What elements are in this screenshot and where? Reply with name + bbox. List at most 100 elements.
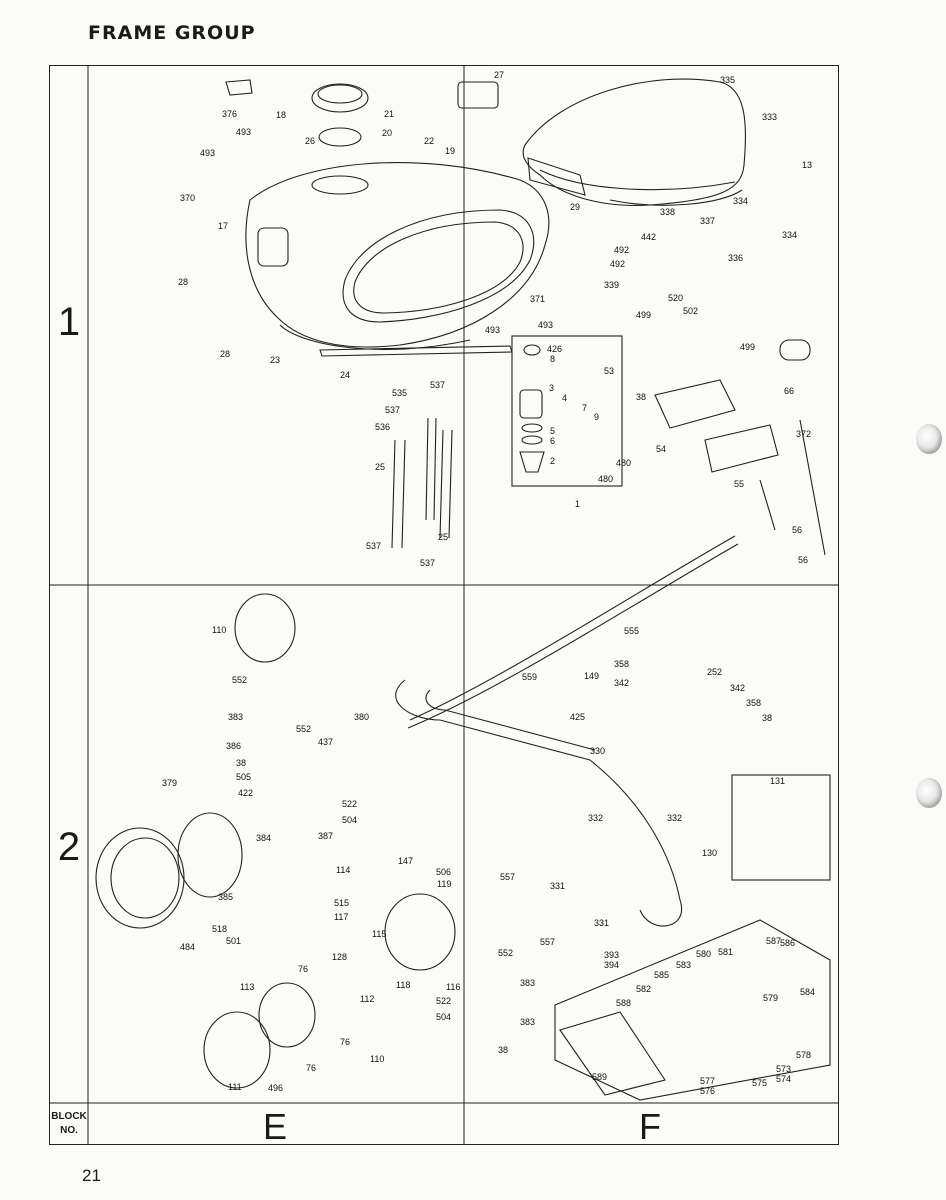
part-label: 19 xyxy=(445,146,455,156)
part-label: 387 xyxy=(318,831,333,841)
part-label: 114 xyxy=(336,865,350,875)
part-label: 522 xyxy=(342,799,357,809)
part-label: 552 xyxy=(232,675,247,685)
part-label: 24 xyxy=(340,370,350,380)
part-label: 573 xyxy=(776,1064,791,1074)
part-label: 337 xyxy=(700,216,715,226)
part-label: 425 xyxy=(570,712,585,722)
part-label: 496 xyxy=(268,1083,283,1093)
part-label: 335 xyxy=(720,75,735,85)
part-label: 334 xyxy=(782,230,797,240)
part-label: 484 xyxy=(180,942,195,952)
punch-hole-icon xyxy=(916,424,942,454)
part-label: 3 xyxy=(549,383,554,393)
part-label: 55 xyxy=(734,479,744,489)
column-label-f: F xyxy=(639,1106,661,1147)
part-label: 581 xyxy=(718,947,733,957)
part-label: 504 xyxy=(436,1012,451,1022)
part-label: 332 xyxy=(588,813,603,823)
block-label: BLOCK NO. xyxy=(50,1110,88,1138)
part-label: 559 xyxy=(522,672,537,682)
part-label: 557 xyxy=(500,872,515,882)
part-label: 385 xyxy=(218,892,233,902)
part-label: 9 xyxy=(594,412,599,422)
part-label: 480 xyxy=(616,458,631,468)
part-label: 537 xyxy=(430,380,445,390)
part-label: 2 xyxy=(550,456,555,466)
part-label: 480 xyxy=(598,474,613,484)
fuel-tank-illustration xyxy=(245,162,550,357)
part-label: 113 xyxy=(240,982,254,992)
part-label: 589 xyxy=(592,1072,607,1082)
part-label: 506 xyxy=(436,867,451,877)
part-label: 536 xyxy=(375,422,390,432)
seat-bracket-illustration xyxy=(457,81,499,109)
part-label: 493 xyxy=(200,148,215,158)
part-label: 492 xyxy=(610,259,625,269)
part-label: 25 xyxy=(438,532,448,542)
part-label: 76 xyxy=(306,1063,316,1073)
row-label-2: 2 xyxy=(57,825,81,869)
part-label: 4 xyxy=(562,393,567,403)
part-label: 505 xyxy=(236,772,251,782)
part-label: 28 xyxy=(178,277,188,287)
part-label: 502 xyxy=(683,306,698,316)
part-label: 383 xyxy=(228,712,243,722)
part-label: 557 xyxy=(540,937,555,947)
part-label: 56 xyxy=(792,525,802,535)
ignition-coil-illustration xyxy=(654,339,811,473)
part-label: 376 xyxy=(222,109,237,119)
part-label: 116 xyxy=(446,982,460,992)
part-label: 112 xyxy=(360,994,374,1004)
part-label: 371 xyxy=(530,294,545,304)
part-label: 588 xyxy=(616,998,631,1008)
part-label: 334 xyxy=(733,196,748,206)
part-label: 493 xyxy=(485,325,500,335)
part-label: 442 xyxy=(641,232,656,242)
part-label: 437 xyxy=(318,737,333,747)
part-label: 537 xyxy=(385,405,400,415)
tool-kit-illustration xyxy=(554,919,831,1101)
part-label: 537 xyxy=(420,558,435,568)
part-label: 18 xyxy=(276,110,286,120)
punch-hole-icon xyxy=(916,778,942,808)
part-label: 118 xyxy=(396,980,410,990)
page-title: FRAME GROUP xyxy=(88,22,256,44)
part-label: 21 xyxy=(384,109,394,119)
part-label: 1 xyxy=(575,499,580,509)
part-label: 131 xyxy=(770,776,785,786)
part-label: 537 xyxy=(366,541,381,551)
part-label: 76 xyxy=(298,964,308,974)
part-label: 576 xyxy=(700,1086,715,1096)
part-label: 5 xyxy=(550,426,555,436)
part-label: 386 xyxy=(226,741,241,751)
part-label: 372 xyxy=(796,429,811,439)
part-label: 552 xyxy=(498,948,513,958)
part-label: 422 xyxy=(238,788,253,798)
part-label: 383 xyxy=(520,978,535,988)
part-label: 578 xyxy=(796,1050,811,1060)
part-label: 130 xyxy=(702,848,717,858)
part-label: 29 xyxy=(570,202,580,212)
part-label: 535 xyxy=(392,388,407,398)
part-label: 342 xyxy=(730,683,745,693)
part-label: 38 xyxy=(762,713,772,723)
part-label: 493 xyxy=(236,127,251,137)
part-label: 426 xyxy=(547,344,562,354)
part-label: 331 xyxy=(594,918,609,928)
part-label: 582 xyxy=(636,984,651,994)
block-label-line1: BLOCK xyxy=(51,1111,87,1122)
part-label: 332 xyxy=(667,813,682,823)
part-label: 336 xyxy=(728,253,743,263)
part-label: 493 xyxy=(538,320,553,330)
switch-box-illustration xyxy=(731,774,831,881)
part-label: 579 xyxy=(763,993,778,1003)
part-label: 555 xyxy=(624,626,639,636)
part-label: 17 xyxy=(218,221,228,231)
part-label: 394 xyxy=(604,960,619,970)
part-label: 22 xyxy=(424,136,434,146)
part-label: 586 xyxy=(780,938,795,948)
part-label: 338 xyxy=(660,207,675,217)
part-label: 117 xyxy=(334,912,348,922)
